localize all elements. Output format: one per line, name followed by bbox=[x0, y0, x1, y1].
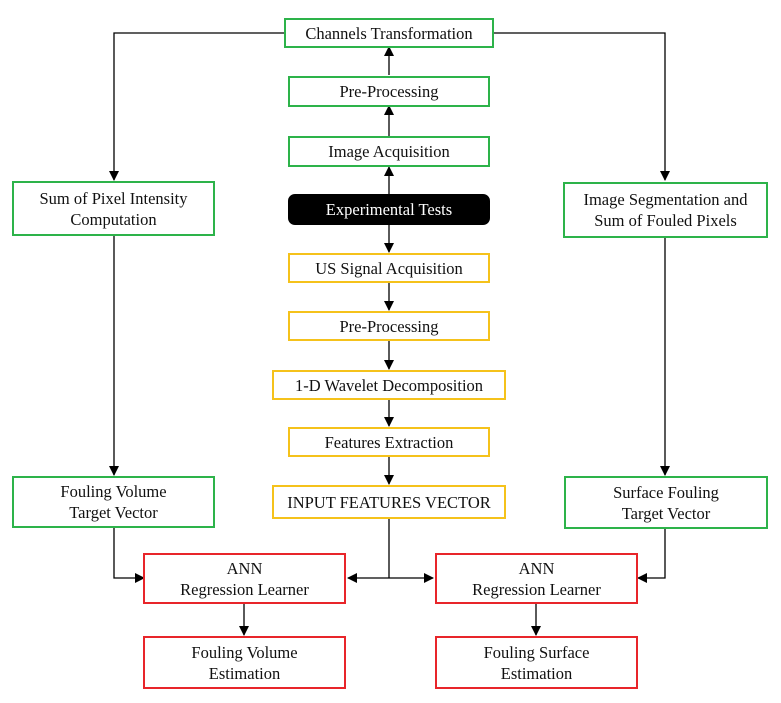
channels-transformation-label: Channels Transformation bbox=[305, 23, 473, 43]
fouling-volume-estimation-label-line-1: Fouling Volume bbox=[191, 642, 298, 662]
ann-right-label-line-1: ANN bbox=[518, 558, 555, 578]
wavelet-decomposition-label: 1-D Wavelet Decomposition bbox=[294, 375, 484, 395]
input-features-vector-label: INPUT FEATURES VECTOR bbox=[287, 492, 491, 512]
arrow-channels-to-segmentation bbox=[494, 32, 670, 181]
sum-pixel-intensity-label-line-2: Computation bbox=[70, 209, 157, 229]
fouling-volume-target-box: Fouling Volume Target Vector bbox=[12, 476, 215, 528]
image-segmentation-label-line-2: Sum of Fouled Pixels bbox=[594, 211, 737, 230]
ann-regression-learner-left-box: ANN Regression Learner bbox=[143, 553, 346, 604]
image-segmentation-label-line-1: Image Segmentation and bbox=[583, 190, 748, 209]
features-extraction-label: Features Extraction bbox=[324, 432, 454, 452]
ann-right-label-line-2: Regression Learner bbox=[472, 579, 601, 599]
ann-left-label-line-1: ANN bbox=[226, 558, 263, 578]
fouling-volume-target-label-line-2: Target Vector bbox=[69, 503, 158, 522]
us-signal-acquisition-box: US Signal Acquisition bbox=[288, 253, 490, 283]
surface-fouling-target-label-line-1: Surface Fouling bbox=[613, 482, 719, 502]
sum-pixel-intensity-label-line-1: Sum of Pixel Intensity bbox=[39, 188, 188, 208]
channels-transformation-box: Channels Transformation bbox=[284, 18, 494, 48]
signal-preprocessing-box: Pre-Processing bbox=[288, 311, 490, 341]
image-segmentation-box: Image Segmentation and Sum of Fouled Pix… bbox=[563, 182, 768, 238]
wavelet-decomposition-box: 1-D Wavelet Decomposition bbox=[272, 370, 506, 400]
fouling-surface-estimation-label-line-1: Fouling Surface bbox=[483, 642, 590, 662]
sum-pixel-intensity-box: Sum of Pixel Intensity Computation bbox=[12, 181, 215, 236]
fouling-volume-target-label-line-1: Fouling Volume bbox=[60, 482, 167, 501]
arrow-volume-target-to-ann-left bbox=[113, 528, 145, 583]
fouling-surface-estimation-box: Fouling Surface Estimation bbox=[435, 636, 638, 689]
experimental-tests-label: Experimental Tests bbox=[325, 200, 453, 219]
image-acquisition-box: Image Acquisition bbox=[288, 136, 490, 167]
surface-fouling-target-box: Surface Fouling Target Vector bbox=[564, 476, 768, 529]
image-preprocessing-label: Pre-Processing bbox=[339, 82, 439, 101]
fouling-surface-estimation-label-line-2: Estimation bbox=[500, 663, 573, 683]
arrow-channels-to-pixel-intensity bbox=[109, 32, 284, 181]
arrow-surface-target-to-ann-right bbox=[637, 529, 666, 583]
image-acquisition-label: Image Acquisition bbox=[328, 142, 450, 161]
ann-left-label-line-2: Regression Learner bbox=[180, 579, 309, 599]
experimental-tests-box: Experimental Tests bbox=[288, 194, 490, 225]
fouling-volume-estimation-label-line-2: Estimation bbox=[208, 663, 281, 683]
surface-fouling-target-label-line-2: Target Vector bbox=[621, 503, 711, 523]
input-features-vector-box: INPUT FEATURES VECTOR bbox=[272, 485, 506, 519]
signal-preprocessing-label: Pre-Processing bbox=[339, 316, 439, 336]
features-extraction-box: Features Extraction bbox=[288, 427, 490, 457]
image-preprocessing-box: Pre-Processing bbox=[288, 76, 490, 107]
us-signal-acquisition-label: US Signal Acquisition bbox=[315, 258, 463, 278]
fouling-volume-estimation-box: Fouling Volume Estimation bbox=[143, 636, 346, 689]
ann-regression-learner-right-box: ANN Regression Learner bbox=[435, 553, 638, 604]
